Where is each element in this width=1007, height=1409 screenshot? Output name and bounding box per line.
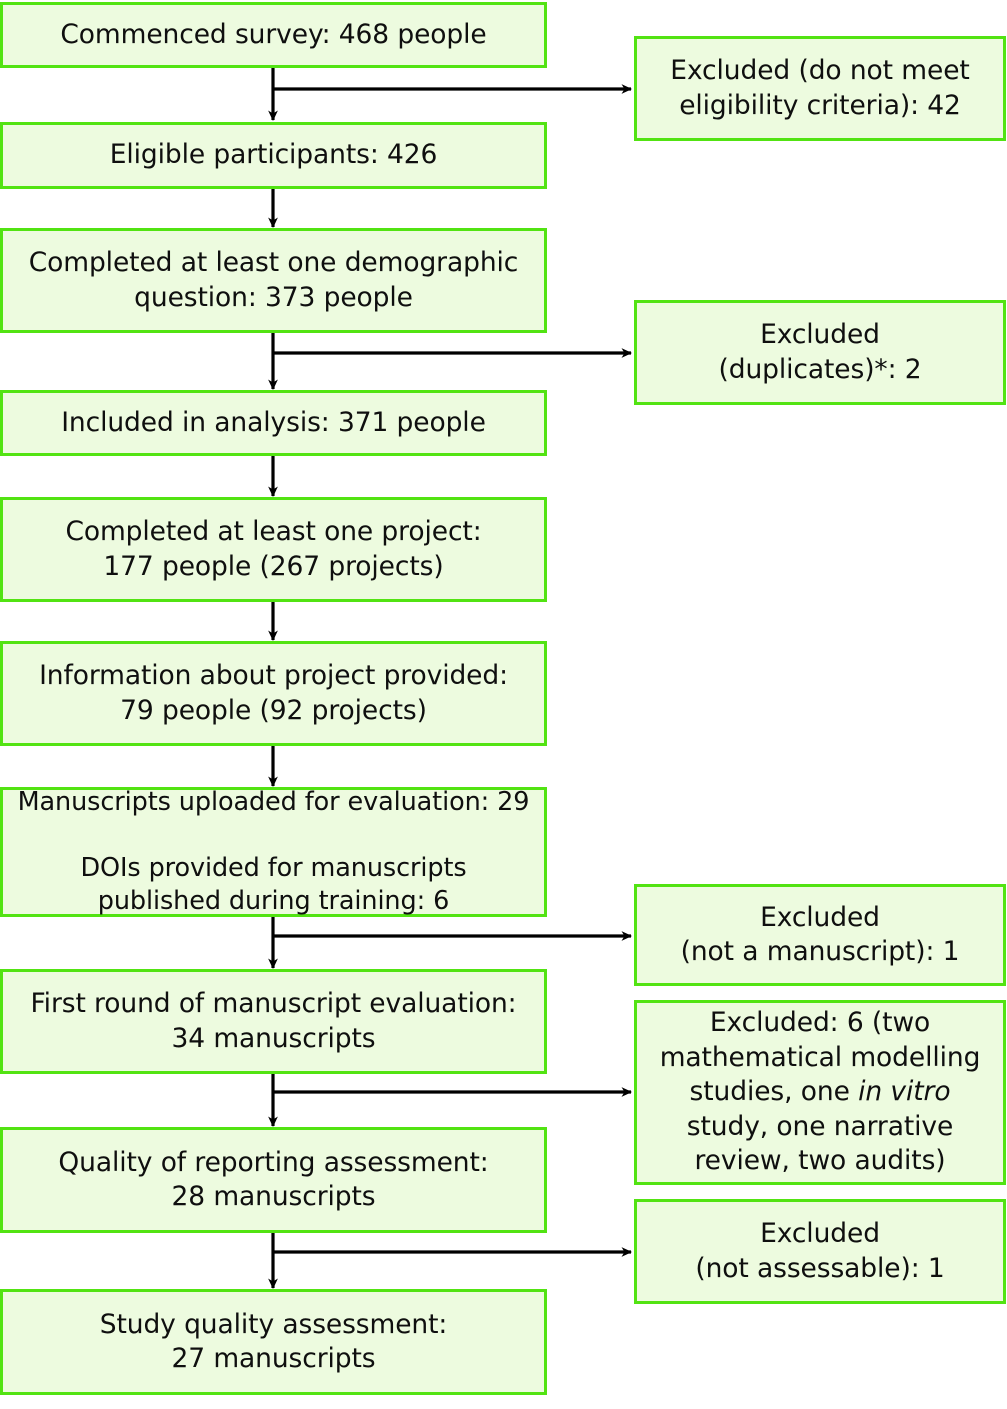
node-completed-one-project: Completed at least one project: 177 peop…	[0, 497, 547, 602]
node-excluded-not-assessable: Excluded (not assessable): 1	[634, 1199, 1006, 1304]
node-study-quality: Study quality assessment: 27 manuscripts	[0, 1289, 547, 1395]
node-excluded-not-eligible: Excluded (do not meet eligibility criter…	[634, 36, 1006, 141]
excluded-wrong-type-italic: in vitro	[858, 1076, 951, 1108]
node-quality-of-reporting: Quality of reporting assessment: 28 manu…	[0, 1127, 547, 1233]
node-completed-demographic: Completed at least one demographic quest…	[0, 228, 547, 333]
node-manuscripts-uploaded: Manuscripts uploaded for evaluation: 29 …	[0, 787, 547, 917]
node-first-round-evaluation: First round of manuscript evaluation: 34…	[0, 969, 547, 1074]
excluded-wrong-type-post: study, one narrative review, two audits)	[686, 1110, 954, 1177]
node-excluded-duplicates: Excluded (duplicates)*: 2	[634, 300, 1006, 405]
excluded-wrong-type-pre: Excluded: 6 (two mathematical modelling …	[659, 1007, 981, 1108]
node-commenced-survey: Commenced survey: 468 people	[0, 2, 547, 68]
node-excluded-not-manuscript: Excluded (not a manuscript): 1	[634, 884, 1006, 986]
excluded-wrong-type-text: Excluded: 6 (two mathematical modelling …	[660, 1006, 981, 1178]
node-eligible-participants: Eligible participants: 426	[0, 122, 547, 189]
node-included-in-analysis: Included in analysis: 371 people	[0, 390, 547, 456]
node-info-about-project: Information about project provided: 79 p…	[0, 641, 547, 746]
node-excluded-wrong-study-type: Excluded: 6 (two mathematical modelling …	[634, 1000, 1006, 1185]
